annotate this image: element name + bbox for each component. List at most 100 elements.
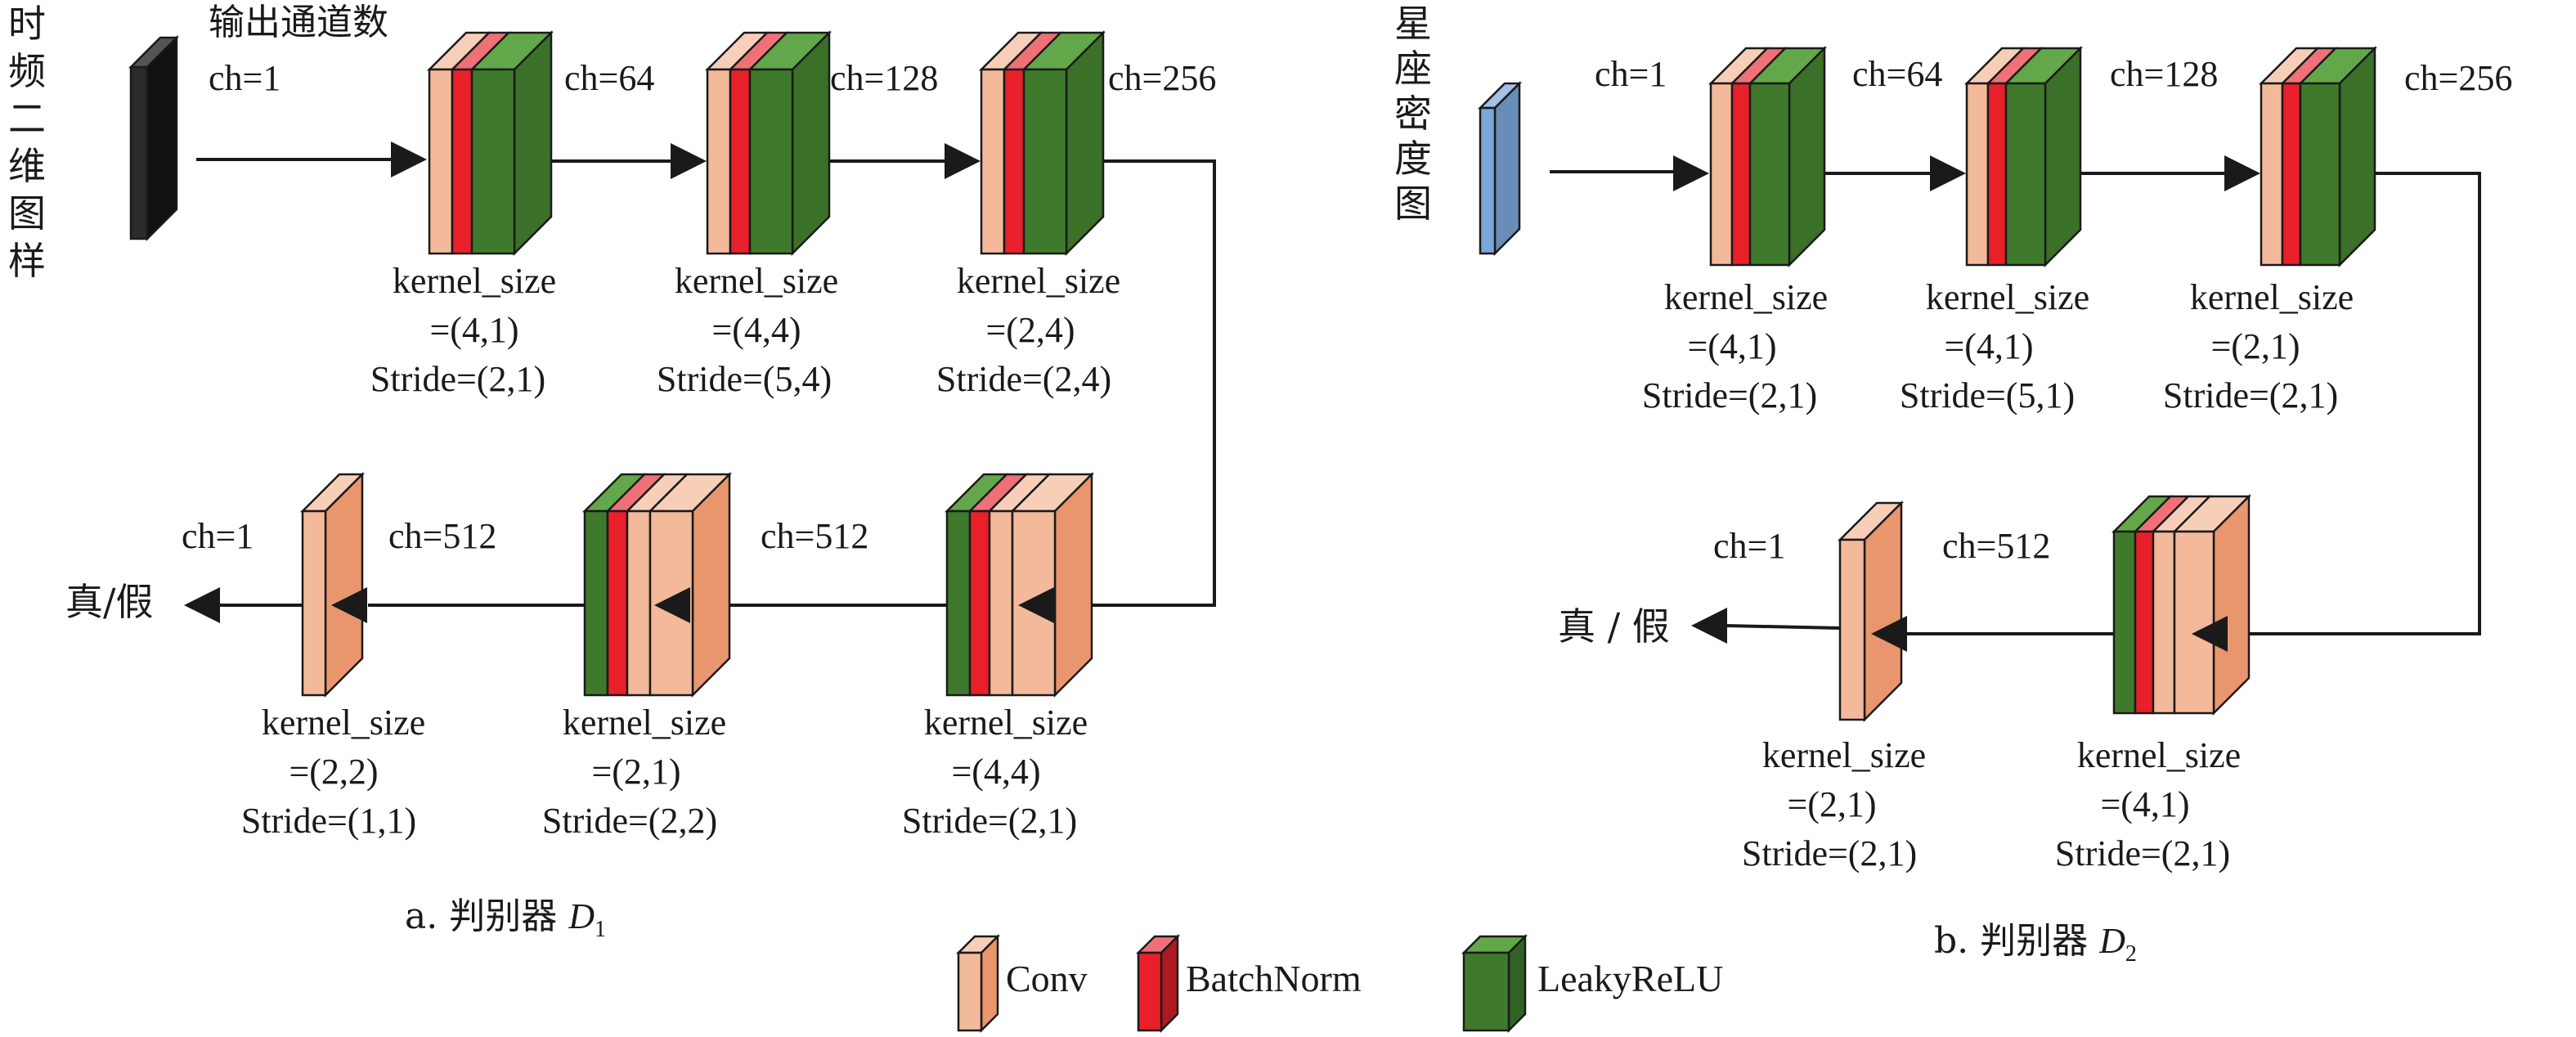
stride-value: Stride=(2,1) [1642,375,1817,415]
block-side [1065,29,1105,257]
input-label-char: 星 [1394,2,1432,46]
kernel-size-value: =(2,4) [985,310,1075,350]
conv-block [1708,45,1828,268]
channel-label: ch=512 [761,516,868,556]
kernel-size-value: =(4,1) [429,310,518,350]
arrow-head [331,587,367,623]
block-side [2212,493,2251,716]
stride-value: Stride=(2,1) [2163,375,2338,415]
flow-line [1725,624,1841,630]
batchnorm-strip [451,68,473,255]
layer-blocks [128,29,2378,723]
input-label-char: 频 [8,49,46,93]
kernel-size-value: =(2,2) [289,752,378,792]
conv-block [2258,45,2378,268]
slab-side [1160,933,1179,1034]
channel-label: ch=512 [388,516,496,556]
input-label-char: 维 [8,144,46,188]
block-side [2338,45,2376,268]
layer-params: kernel_size =(4,1) Stride=(2,1) kernel_s… [241,261,1120,841]
kernel-size-label: kernel_size [1664,277,1828,317]
stride-value: Stride=(5,4) [657,359,832,399]
leakyrelu-strip [583,510,609,697]
arrow-head [1691,608,1727,644]
slab-side [980,933,999,1034]
conv-strip [706,68,732,255]
slab-side [146,34,178,242]
input-label-char: 座 [1394,47,1432,91]
panel-a: 时频二维图样 输出通道数 ch=1 ch=64 ch=128 ch=256 ch… [8,2,1216,942]
arrow-head [671,143,707,179]
leakyrelu-strip [945,510,972,697]
input-label-char: 图 [8,191,46,236]
channel-label: ch=128 [2110,54,2218,94]
leakyrelu-strip [1748,82,1791,267]
kernel-size-value: =(4,1) [1944,326,2033,366]
slab-front [1462,951,1510,1032]
flow-line [1053,159,1216,607]
kernel-size-label: kernel_size [924,703,1088,743]
input-label-char: 时 [8,2,46,46]
kernel-size-value: =(4,1) [1687,326,1776,366]
leakyrelu-strip [1022,68,1068,255]
slab-front [1838,538,1866,721]
batchnorm-strip [729,68,752,255]
input-tensor-b [1477,80,1523,257]
conv-strip [2260,82,2284,267]
output-conv-a [299,471,366,698]
kernel-size-value: =(2,1) [591,752,680,792]
block-side [691,471,731,698]
conv-strip [980,68,1006,255]
stride-value: Stride=(2,1) [1742,833,1917,873]
stride-value: Stride=(2,1) [370,359,545,399]
conv-block [581,471,733,698]
input-label-char: 二 [8,97,46,141]
kernel-size-label: kernel_size [675,261,838,301]
channel-label: ch=512 [1942,526,2050,566]
legend-batchnorm-label: BatchNorm [1186,958,1362,999]
legend: Conv BatchNorm LeakyReLU [955,933,1723,1034]
leakyrelu-strip [2004,82,2047,267]
conv-block [944,471,1095,698]
kernel-size-value: =(4,1) [2100,784,2189,824]
panel-b: 星座密度图 ch=1 ch=64 ch=128 ch=256 ch=512 ch… [1394,2,2512,967]
input-label-b: 星座密度图 [1394,2,1432,226]
channel-label: ch=1 [182,516,254,556]
input-tensor-a [128,34,180,242]
legend-batchnorm-icon [1135,933,1181,1034]
output-label-a: 真/假 [65,580,154,624]
arrow-head [391,141,427,177]
conv-block [1963,45,2084,268]
leakyrelu-strip [748,68,794,255]
block-side [1788,45,1826,268]
batchnorm-strip [2281,82,2302,267]
stride-value: Stride=(5,1) [1900,375,2075,415]
legend-conv-label: Conv [1006,958,1088,999]
leakyrelu-strip [2299,82,2341,267]
input-label-char: 图 [1394,182,1432,226]
kernel-size-value: =(4,4) [711,310,801,350]
kernel-size-label: kernel_size [1926,277,2089,317]
kernel-size-label: kernel_size [957,261,1120,301]
leakyrelu-strip [2112,530,2137,715]
batchnorm-strip [1003,68,1025,255]
legend-conv-icon [955,933,1001,1034]
input-label-a: 时频二维图样 [8,2,46,283]
stride-value: Stride=(2,4) [936,359,1111,399]
output-channels-header: 输出通道数 [209,2,388,43]
batchnorm-strip [968,510,991,697]
legend-leakyrelu-label: LeakyReLU [1537,958,1723,999]
kernel-size-label: kernel_size [2077,735,2241,775]
arrow-head [1930,155,1966,191]
batchnorm-strip [2134,530,2155,715]
arrow-head [945,143,981,179]
kernel-size-label: kernel_size [1762,735,1926,775]
kernel-size-label: kernel_size [262,703,425,743]
kernel-size-label: kernel_size [393,261,556,301]
conv-block [2111,493,2252,716]
block-side [513,29,553,257]
flow-line [2224,172,2481,635]
kernel-size-label: kernel_size [563,703,726,743]
arrow-head [184,587,220,623]
